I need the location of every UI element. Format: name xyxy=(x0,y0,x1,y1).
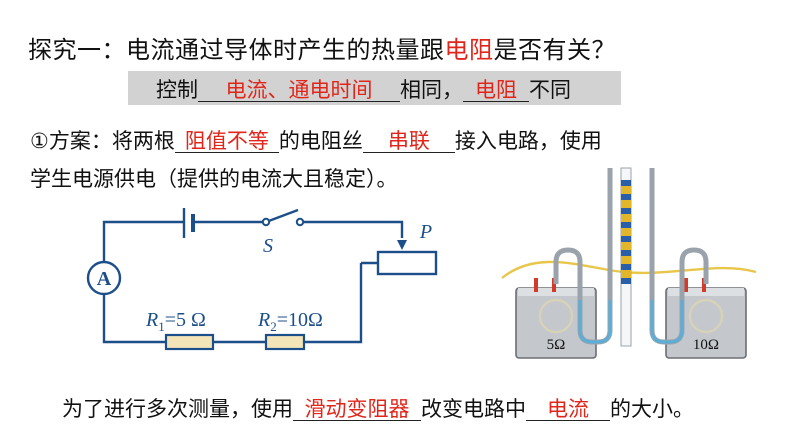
plan-line-2: 学生电源供电（提供的电流大且稳定）。 xyxy=(30,167,398,191)
plan-line-1: ①方案：将两根阻值不等的电阻丝串联接入电路，使用 xyxy=(30,125,602,155)
bottom-blank-quantity: 电流 xyxy=(526,398,610,422)
bottom-prefix: 为了进行多次测量，使用 xyxy=(62,397,293,421)
right-resistor-label: 10Ω xyxy=(693,337,719,353)
resistor-r1 xyxy=(164,333,215,351)
r1-label: R1=5 Ω xyxy=(145,309,206,334)
plan-blank-resistance: 阻值不等 xyxy=(174,130,279,154)
r1-name: R xyxy=(145,309,158,331)
control-middle: 相同， xyxy=(400,78,463,102)
title-highlight: 电阻 xyxy=(444,36,494,64)
page-title: 探究一：电流通过导体时产生的热量跟电阻是否有关？ xyxy=(28,30,616,65)
left-resistor-label: 5Ω xyxy=(547,337,566,353)
control-blank-different: 电阻 xyxy=(463,79,529,103)
rheostat-label: P xyxy=(419,221,432,243)
ammeter-icon xyxy=(86,260,122,296)
plan-middle: 的电阻丝 xyxy=(278,129,363,153)
control-bar xyxy=(128,71,621,105)
plan-suffix: 接入电路，使用 xyxy=(454,129,602,153)
control-variables-line: 控制电流、通电时间相同，电阻不同 xyxy=(156,74,571,104)
control-suffix: 不同 xyxy=(529,78,571,102)
bottom-middle: 改变电路中 xyxy=(421,397,526,421)
r2-value: =10Ω xyxy=(277,309,323,331)
bottom-blank-device: 滑动变阻器 xyxy=(293,398,421,422)
left-coil-icon xyxy=(538,298,574,334)
bottom-line: 为了进行多次测量，使用滑动变阻器改变电路中电流的大小。 xyxy=(62,393,694,423)
apparatus-illustration: 5Ω 10Ω xyxy=(501,167,757,359)
circuit-diagram: A S P R1=5 Ω R2=10Ω xyxy=(86,208,438,351)
control-blank-same: 电流、通电时间 xyxy=(198,79,400,103)
plan-blank-connection: 串联 xyxy=(362,130,455,154)
title-suffix: 是否有关？ xyxy=(493,36,616,64)
switch-label: S xyxy=(263,235,273,257)
right-coil-icon xyxy=(688,298,724,334)
bottom-suffix: 的大小。 xyxy=(610,397,694,421)
resistor-r2 xyxy=(264,333,306,351)
r2-name: R xyxy=(257,309,270,331)
r1-sub: 1 xyxy=(158,319,165,334)
control-prefix: 控制 xyxy=(156,78,198,102)
r2-label: R2=10Ω xyxy=(257,309,323,334)
r1-value: =5 Ω xyxy=(165,309,206,331)
ammeter-label: A xyxy=(97,268,112,290)
r2-sub: 2 xyxy=(270,319,277,334)
title-prefix: 探究一：电流通过导体时产生的热量跟 xyxy=(28,36,445,64)
plan-prefix: ①方案：将两根 xyxy=(30,129,175,153)
